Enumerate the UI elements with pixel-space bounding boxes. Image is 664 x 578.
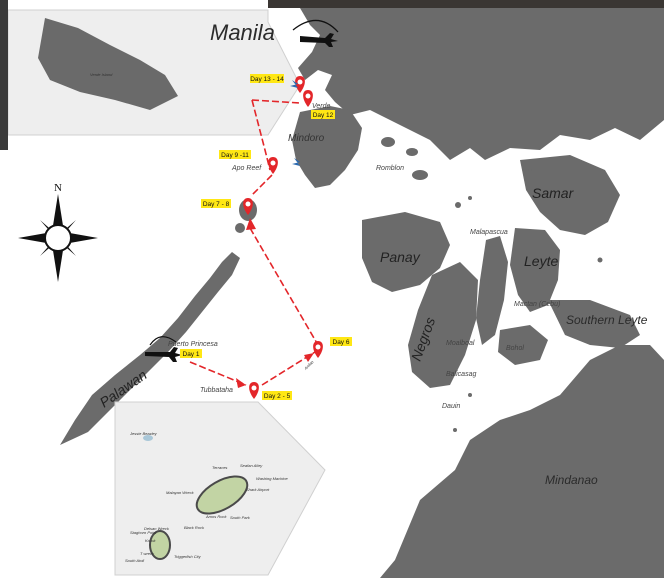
cebu-land bbox=[476, 236, 508, 345]
map-pin-icon bbox=[303, 90, 313, 107]
label-mactan: Mactan (Cebu) bbox=[514, 301, 560, 308]
jessie-beazley-reef bbox=[143, 435, 153, 441]
label-tubbataha: Tubbataha bbox=[200, 387, 233, 394]
tubbataha-site-label: South Park bbox=[230, 515, 251, 520]
label-anilao: Anilao bbox=[302, 359, 315, 372]
tubbataha-site-label: Shark Airport bbox=[246, 487, 270, 492]
map-pin-icon bbox=[249, 382, 259, 399]
leyte-land bbox=[510, 228, 560, 312]
label-leyte: Leyte bbox=[524, 253, 558, 269]
mindanao-land bbox=[380, 345, 664, 578]
route-arrow-tubbataha bbox=[236, 378, 246, 388]
label-manila: Manila bbox=[210, 20, 275, 45]
map-pin-icon bbox=[243, 198, 253, 215]
day-tag-d12: Day 12 bbox=[311, 110, 335, 119]
map-pin-icon bbox=[313, 341, 323, 358]
south-atoll-shape bbox=[149, 530, 171, 560]
compass-north-label: N bbox=[54, 182, 62, 194]
tubbataha-site-label: Triggerfish City bbox=[174, 554, 202, 559]
route-verde-segment bbox=[251, 99, 301, 104]
north-atoll-shape bbox=[195, 475, 249, 515]
label-malapascua: Malapascua bbox=[470, 229, 508, 236]
route-apo-calamian bbox=[251, 174, 273, 196]
day-tag-d7-8: Day 7 - 8 bbox=[201, 199, 231, 208]
tubbataha-site-label: Washing Machine bbox=[256, 476, 288, 481]
day-tag-label: Day 6 bbox=[333, 339, 350, 346]
top-photo-strip bbox=[268, 0, 664, 8]
label-moalboal: Moalboal bbox=[446, 340, 475, 347]
tubbataha-site-label: Seafan Alley bbox=[240, 463, 263, 468]
label-balicasag: Balicasag bbox=[446, 371, 476, 378]
day-tag-d2-5: Day 2 - 5 bbox=[262, 391, 292, 400]
map-pin-icon bbox=[268, 157, 278, 174]
tubbataha-site-label: Terraces bbox=[212, 465, 227, 470]
tubbataha-site-label: Delsan Wreck bbox=[144, 526, 170, 531]
day-tag-label: Day 13 - 14 bbox=[250, 76, 284, 83]
airplane-icon bbox=[145, 336, 182, 362]
day-tag-d9-11: Day 9 -11 bbox=[219, 150, 251, 159]
label-mindanao: Mindanao bbox=[545, 473, 598, 487]
verde-island-shape bbox=[38, 18, 178, 110]
dive-route bbox=[189, 99, 319, 388]
route-calamian-day6 bbox=[249, 227, 319, 346]
negros-land bbox=[408, 262, 478, 388]
tubbataha-site-label: Amos Rock bbox=[205, 514, 227, 519]
label-puerto-princesa: Puerto Princesa bbox=[168, 341, 218, 348]
inset-left-edge bbox=[0, 0, 8, 150]
tubbataha-site-label: Black Rock bbox=[184, 525, 205, 530]
label-dauin: Dauin bbox=[442, 403, 460, 410]
tubbataha-site-label: Jessie Beazley bbox=[129, 431, 158, 436]
tubbataha-site-label: Ko-ok bbox=[145, 538, 156, 543]
day-tag-label: Day 2 - 5 bbox=[264, 393, 291, 400]
label-apo-reef: Apo Reef bbox=[231, 165, 262, 172]
inset-verde-island: Verde Island bbox=[0, 0, 301, 150]
label-bohol: Bohol bbox=[506, 345, 524, 352]
label-samar: Samar bbox=[532, 185, 575, 201]
southern-leyte-land bbox=[548, 300, 640, 348]
tubbataha-site-label: Malayan Wreck bbox=[166, 490, 195, 495]
bohol-land bbox=[498, 325, 548, 365]
map-pin-icon bbox=[295, 76, 305, 93]
day-tag-label: Day 1 bbox=[183, 351, 200, 358]
tubbataha-site-label: South Atoll bbox=[125, 558, 144, 563]
luzon-land bbox=[298, 8, 664, 160]
day-tag-d13-14: Day 13 - 14 bbox=[250, 74, 284, 83]
label-mindoro: Mindoro bbox=[288, 133, 325, 144]
palawan-land bbox=[60, 252, 240, 445]
landmasses bbox=[60, 8, 664, 578]
anchor-marker-icon bbox=[290, 80, 298, 88]
airplane-icon bbox=[292, 19, 339, 47]
samar-land bbox=[520, 155, 620, 235]
verde-island-inset-title: Verde Island bbox=[90, 72, 113, 77]
label-southern-leyte: Southern Leyte bbox=[566, 313, 648, 327]
label-panay: Panay bbox=[380, 249, 421, 265]
day-tag-label: Day 7 - 8 bbox=[203, 201, 230, 208]
day-tag-label: Day 12 bbox=[313, 112, 334, 119]
route-arrow-day6 bbox=[304, 353, 314, 362]
day-tag-label: Day 9 -11 bbox=[221, 152, 249, 159]
mindoro-land bbox=[292, 106, 362, 188]
label-romblon: Romblon bbox=[376, 165, 404, 172]
compass-rose-icon: N bbox=[18, 182, 98, 282]
label-verde: Verde bbox=[312, 103, 331, 110]
location-pins bbox=[243, 76, 323, 399]
panay-land bbox=[362, 212, 450, 292]
day-tag-d6: Day 6 bbox=[330, 337, 352, 346]
day-tag-d1: Day 1 bbox=[180, 349, 202, 358]
anchor-marker-icon bbox=[292, 158, 300, 166]
tubbataha-site-label: T wreck bbox=[140, 551, 155, 556]
route-arrow-north bbox=[246, 218, 256, 230]
tubbataha-site-label: Staghorn Point bbox=[130, 530, 157, 535]
